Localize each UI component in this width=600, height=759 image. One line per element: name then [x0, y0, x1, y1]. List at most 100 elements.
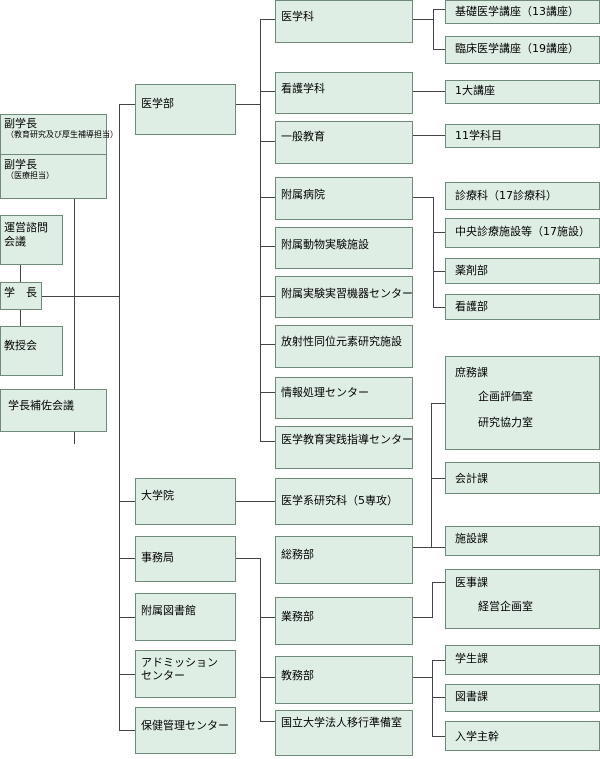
connector — [260, 296, 275, 297]
facilities-section-label: 施設課 — [455, 532, 488, 545]
info-processing-box — [275, 377, 413, 419]
education-practice-center-box — [275, 426, 413, 469]
connector — [260, 19, 275, 20]
connector — [431, 403, 432, 547]
vp-med-note: （医療担当） — [6, 171, 54, 180]
vp-edu-title: 副学長 — [4, 117, 37, 130]
secretariat-label: 事務局 — [141, 551, 174, 564]
connector — [413, 91, 445, 92]
connector — [433, 49, 445, 50]
radioisotope-facility-label: 放射性同位元素研究施設 — [281, 335, 402, 348]
faculty-council-box — [0, 326, 63, 376]
transition-office-box — [275, 710, 413, 756]
divider — [0, 154, 107, 155]
advisory-council-line1: 運営諮問 — [4, 221, 48, 234]
connector — [432, 660, 445, 661]
facilities-section-box — [445, 526, 600, 556]
school-of-medicine-label: 医学部 — [141, 97, 174, 110]
connector — [413, 135, 445, 136]
connector — [119, 501, 135, 502]
equipment-center-box — [275, 276, 413, 318]
assistant-council-box — [0, 389, 107, 432]
connector — [433, 9, 434, 49]
connector — [260, 441, 275, 442]
vice-president-group — [0, 114, 107, 199]
dept-medicine-label: 医学科 — [281, 10, 314, 23]
admissions-section-box — [445, 721, 600, 751]
education-practice-center-label: 医学教育実践指導センター — [281, 433, 413, 446]
connector — [413, 677, 433, 678]
student-section-label: 学生課 — [455, 652, 488, 665]
secretariat-box — [135, 536, 236, 582]
connector — [260, 141, 275, 142]
graduate-school-box — [135, 478, 236, 525]
connector — [431, 478, 445, 479]
central-facilities-label: 中央診療施設等（17施設） — [455, 225, 590, 238]
transition-office-label: 国立大学法人移行準備室 — [281, 716, 402, 729]
graduate-unit-label: 医学系研究科（5専攻） — [281, 494, 398, 507]
connector — [433, 232, 445, 233]
library-section-box — [445, 684, 600, 712]
connector — [119, 558, 135, 559]
nursing-dept-label: 看護部 — [455, 300, 488, 313]
connector — [413, 197, 434, 198]
dept-medicine-box — [275, 0, 413, 43]
connector — [433, 271, 445, 272]
business-dept-label: 業務部 — [281, 610, 314, 623]
vp-med-title: 副学長 — [4, 158, 37, 171]
radioisotope-facility-box — [275, 325, 413, 368]
medical-affairs-section-label: 医事課 — [455, 576, 488, 589]
admission-center-line1: アドミッション — [141, 656, 218, 669]
admissions-section-label: 入学主幹 — [455, 730, 499, 743]
accounting-section-label: 会計課 — [455, 472, 488, 485]
connector — [119, 104, 135, 105]
connector — [260, 19, 261, 441]
connector — [260, 677, 275, 678]
clinical-medicine-label: 臨床医学講座（19講座） — [455, 42, 579, 55]
connector — [260, 246, 275, 247]
health-center-label: 保健管理センター — [141, 719, 229, 732]
management-office-label: 経営企画室 — [478, 600, 533, 613]
connector — [431, 547, 445, 548]
hospital-label: 附属病院 — [281, 188, 325, 201]
connector — [74, 198, 75, 444]
connector — [260, 721, 275, 722]
connector — [432, 736, 445, 737]
connector — [432, 582, 433, 617]
planning-office-label: 企画評価室 — [478, 390, 533, 403]
president-box — [0, 282, 42, 310]
library-label: 附属図書館 — [141, 604, 196, 617]
academic-affairs-dept-label: 教務部 — [281, 669, 314, 682]
academic-affairs-dept-box — [275, 656, 413, 704]
general-education-label: 一般教育 — [281, 130, 325, 143]
connector — [413, 19, 434, 20]
library-box — [135, 593, 236, 641]
connector — [236, 104, 261, 105]
connector — [433, 9, 445, 10]
dept-nursing-label: 看護学科 — [281, 82, 325, 95]
research-office-label: 研究協力室 — [478, 416, 533, 429]
president-label: 学 長 — [4, 286, 37, 299]
general-affairs-dept-label: 総務部 — [281, 548, 314, 561]
connector — [433, 307, 445, 308]
central-facilities-box — [445, 218, 600, 248]
subjects-box — [445, 124, 600, 148]
business-dept-box — [275, 597, 413, 645]
animal-facility-label: 附属動物実験施設 — [281, 238, 369, 251]
health-center-box — [135, 707, 236, 754]
connector — [119, 730, 135, 731]
connector — [119, 617, 135, 618]
connector — [260, 197, 275, 198]
general-affairs-dept-box — [275, 536, 413, 584]
advisory-council-line2: 会議 — [4, 235, 26, 248]
connector — [42, 296, 120, 297]
connector — [236, 558, 261, 559]
equipment-center-label: 附属実験実習機器センター — [281, 287, 413, 300]
connector — [432, 582, 445, 583]
hospital-box — [275, 177, 413, 220]
advisory-council-box — [0, 215, 63, 265]
connector — [260, 558, 261, 721]
connector — [260, 91, 275, 92]
nursing-dept-box — [445, 294, 600, 320]
